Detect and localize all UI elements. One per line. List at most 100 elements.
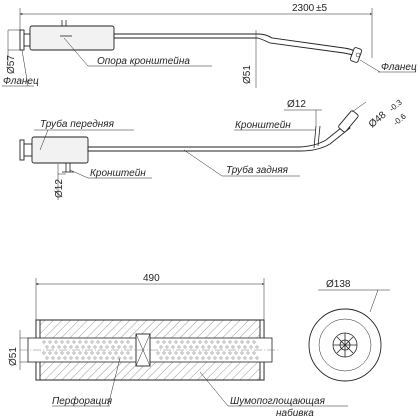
perforation-hole: [225, 356, 229, 360]
perforation-hole: [189, 356, 193, 360]
perforation-hole: [237, 356, 241, 360]
outlet-flange: [338, 110, 359, 133]
perforation-hole: [108, 351, 112, 355]
perforation-hole: [180, 340, 184, 344]
perforation-hole: [246, 340, 250, 344]
perforation-hole: [99, 356, 103, 360]
perforation-hole: [192, 351, 196, 355]
perforation-hole: [84, 351, 88, 355]
perforation-hole: [195, 345, 199, 349]
right-flange-hole: [355, 52, 361, 58]
perforation-hole: [168, 351, 172, 355]
perforation-hole: [210, 351, 214, 355]
perforation-hole: [90, 351, 94, 355]
perforation-hole: [114, 351, 118, 355]
flange-left-leader: [21, 49, 29, 87]
perforation-hole: [123, 345, 127, 349]
perforation-hole: [63, 345, 67, 349]
perforation-hole: [57, 345, 61, 349]
perforation-hole: [48, 340, 52, 344]
length-dim-value: 2300: [292, 3, 315, 14]
length-dim-tolerance: ±5: [316, 3, 327, 14]
bracket-left-leader: [69, 169, 89, 179]
end-inner-circle: [318, 318, 372, 372]
perforation-hole: [75, 345, 79, 349]
outlet-tol-lower: -0.6: [392, 111, 409, 127]
perforation-hole: [69, 356, 73, 360]
perforation-hole: [51, 345, 55, 349]
flange-left-label: Фланец: [3, 76, 39, 87]
mid-right-bracket-2: [317, 125, 321, 147]
perforation-hole: [228, 340, 232, 344]
flange-right-leader: [359, 59, 381, 73]
perforation-hole: [171, 345, 175, 349]
perforation-hole: [111, 356, 115, 360]
perforation-hole: [117, 345, 121, 349]
perforation-hole: [69, 345, 73, 349]
perforation-hole: [213, 345, 217, 349]
perforation-hole: [252, 351, 256, 355]
perforation-hole: [174, 340, 178, 344]
flange-right-label: Фланец: [381, 62, 417, 73]
perforation-hole: [249, 345, 253, 349]
perforation-hole: [81, 356, 85, 360]
perforation-hole: [240, 351, 244, 355]
perforation-hole: [162, 351, 166, 355]
perforation-hole: [60, 351, 64, 355]
perforation-hole: [222, 351, 226, 355]
perforation-hole: [237, 345, 241, 349]
end-hub-spokes: [333, 333, 357, 357]
flange-dia-value: Ø57: [6, 55, 17, 74]
perforation-hole: [126, 340, 130, 344]
perforation-hole: [120, 340, 124, 344]
perforation-hole: [78, 340, 82, 344]
perforation-hole: [165, 345, 169, 349]
perforation-hole: [54, 351, 58, 355]
rear-pipe-leader: [183, 149, 223, 177]
outlet-dia-value: Ø48: [367, 109, 389, 130]
perforation-hole: [243, 356, 247, 360]
rear-pipe-side: [87, 123, 351, 152]
perforation-hole: [66, 340, 70, 344]
perforation-hole: [96, 340, 100, 344]
perforation-hole: [183, 345, 187, 349]
perforation-hole: [48, 351, 52, 355]
perforation-hole: [255, 356, 259, 360]
perforation-hole: [99, 345, 103, 349]
packing-label-line1: Шумопоглощающая: [230, 396, 326, 407]
perforation-holes: [42, 340, 259, 360]
perforation-hole: [219, 345, 223, 349]
perforation-hole: [156, 351, 160, 355]
perforation-hole: [159, 356, 163, 360]
perforation-hole: [171, 356, 175, 360]
perforation-hole: [72, 351, 76, 355]
perforation-hole: [249, 356, 253, 360]
perforation-hole: [234, 340, 238, 344]
perforation-hole: [45, 345, 49, 349]
perforation-hole: [216, 340, 220, 344]
front-pipe-label: Труба передняя: [40, 118, 115, 130]
perforation-hole: [108, 340, 112, 344]
perforation-hole: [201, 345, 205, 349]
perforation-hole: [60, 340, 64, 344]
perforation-hole: [207, 345, 211, 349]
perforation-hole: [162, 340, 166, 344]
middle-view: Труба передняя Кронштейн Ø12 Ø12 Кронште…: [19, 97, 409, 200]
perforation-hole: [225, 345, 229, 349]
tail-pipe-top: [113, 33, 357, 57]
perforation-hole: [93, 345, 97, 349]
perforation-hole: [96, 351, 100, 355]
perforation-hole: [186, 340, 190, 344]
perforation-hole: [180, 351, 184, 355]
perforation-hole: [192, 340, 196, 344]
section-view: 490 Ø51 Перфорация Шумопоглощающая набив…: [8, 273, 348, 419]
perforation-hole: [87, 356, 91, 360]
perforation-hole: [42, 351, 46, 355]
section-dia-value: Ø51: [8, 347, 19, 366]
perforation-hole: [120, 351, 124, 355]
perforation-hole: [210, 340, 214, 344]
outlet-dia-leader: [351, 101, 367, 113]
perforation-hole: [87, 345, 91, 349]
left-flange: [19, 29, 25, 51]
perforation-hole: [246, 351, 250, 355]
